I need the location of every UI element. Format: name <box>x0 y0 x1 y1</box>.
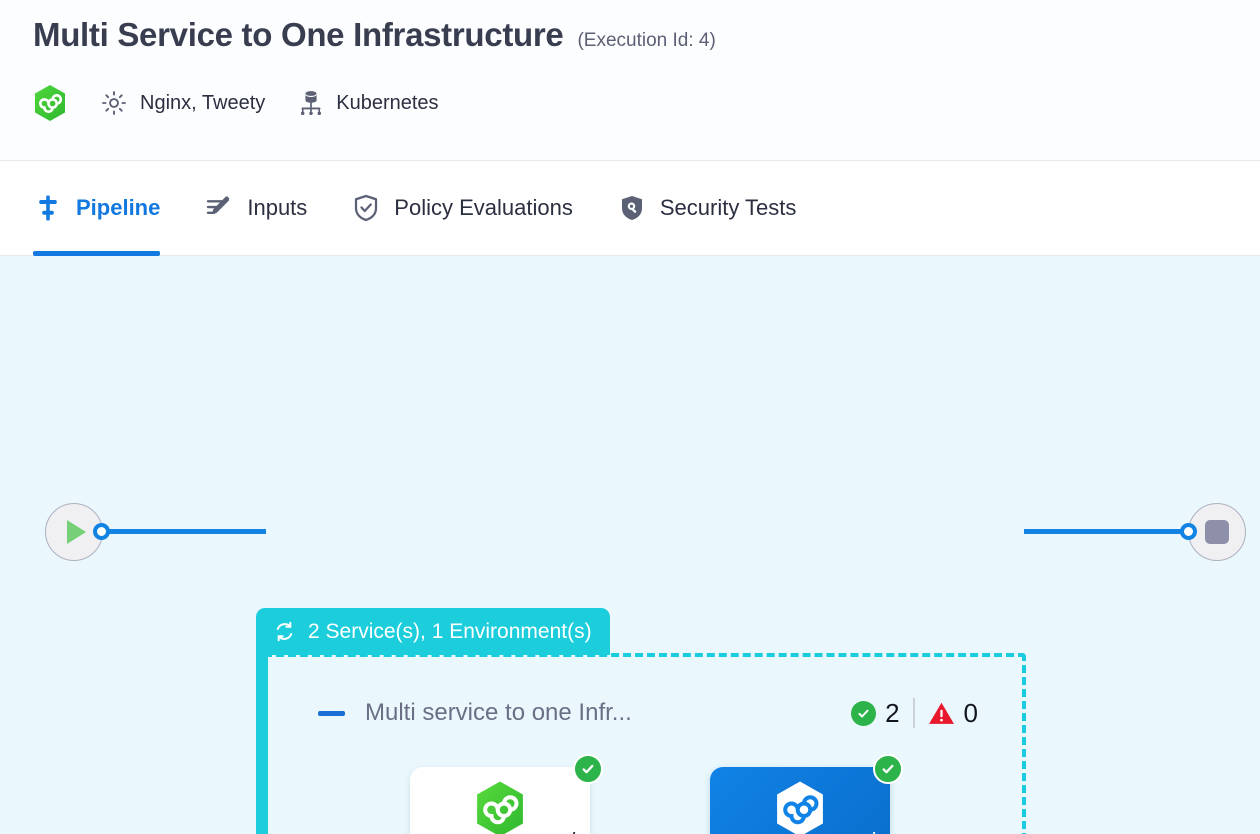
edge-start-to-group <box>106 529 266 534</box>
check-circle-icon <box>573 754 603 784</box>
edge-group-to-end <box>1024 529 1184 534</box>
tab-pipeline[interactable]: Pipeline <box>33 161 161 256</box>
group-summary-label: 2 Service(s), 1 Environment(s) <box>308 619 592 643</box>
check-circle-icon <box>851 700 877 726</box>
tab-bar: Pipeline Inputs Policy Evaluations <box>0 161 1260 256</box>
hexagon-infinity-logo <box>774 780 826 834</box>
start-node-handle[interactable] <box>93 523 110 540</box>
shield-search-icon <box>617 193 647 223</box>
pipeline-canvas[interactable]: 2 Service(s), 1 Environment(s) Multi ser… <box>0 256 1260 834</box>
end-node-handle[interactable] <box>1180 523 1197 540</box>
success-count-stat: 2 <box>851 697 900 729</box>
service-card[interactable]: </> <box>710 754 903 834</box>
kubernetes-icon <box>298 89 324 117</box>
infrastructure-meta: Kubernetes <box>298 89 439 117</box>
status-divider <box>912 698 915 728</box>
warning-triangle-icon <box>928 701 955 726</box>
services-meta: Nginx, Tweety <box>100 89 265 117</box>
group-header: Multi service to one Infr... 2 <box>318 692 978 734</box>
code-brackets-icon[interactable]: </> <box>563 830 583 834</box>
service-node[interactable]: </> (Tweety, {"__uuid":... <box>710 754 903 834</box>
tab-policy-evaluations-label: Policy Evaluations <box>394 195 573 220</box>
tab-security-tests[interactable]: Security Tests <box>617 161 797 256</box>
tab-inputs-label: Inputs <box>247 195 308 220</box>
tab-pipeline-label: Pipeline <box>76 195 161 220</box>
group-left-accent-bar <box>256 650 268 834</box>
play-icon <box>67 520 86 544</box>
tab-security-tests-label: Security Tests <box>659 195 797 220</box>
warning-count-stat: 0 <box>928 698 978 729</box>
start-node[interactable] <box>45 503 103 561</box>
group-status-counts: 2 0 <box>851 698 978 729</box>
service-node[interactable]: </> (Nginx): Multi service to one... <box>410 754 603 834</box>
title-row: Multi Service to One Infrastructure (Exe… <box>33 16 716 54</box>
success-count: 2 <box>885 697 900 728</box>
end-node[interactable] <box>1188 503 1246 561</box>
page-header: Multi Service to One Infrastructure (Exe… <box>0 0 1260 161</box>
infrastructure-label: Kubernetes <box>336 91 439 114</box>
pipeline-icon <box>33 193 63 223</box>
header-meta-row: Nginx, Tweety <box>33 84 439 122</box>
gear-icon <box>100 89 128 117</box>
tab-policy-evaluations[interactable]: Policy Evaluations <box>351 161 573 256</box>
edit-pencil-icon <box>204 193 234 223</box>
check-circle-icon <box>873 754 903 784</box>
tab-inputs[interactable]: Inputs <box>204 161 307 256</box>
shield-check-icon <box>351 193 381 223</box>
minus-icon[interactable] <box>318 710 345 716</box>
loop-repeat-icon <box>272 619 297 644</box>
services-label: Nginx, Tweety <box>140 91 266 114</box>
hexagon-infinity-logo <box>474 780 526 834</box>
execution-id: (Execution Id: 4) <box>577 30 716 51</box>
code-brackets-icon[interactable]: </> <box>863 830 883 834</box>
warning-count: 0 <box>963 697 978 728</box>
page-title: Multi Service to One Infrastructure <box>33 16 564 53</box>
group-title: Multi service to one Infr... <box>365 699 632 726</box>
hexagon-infinity-logo <box>33 84 67 122</box>
service-card[interactable]: </> <box>410 754 603 834</box>
group-container[interactable] <box>264 653 1026 834</box>
stop-icon <box>1205 520 1229 544</box>
group-summary-tab[interactable]: 2 Service(s), 1 Environment(s) <box>256 608 610 655</box>
